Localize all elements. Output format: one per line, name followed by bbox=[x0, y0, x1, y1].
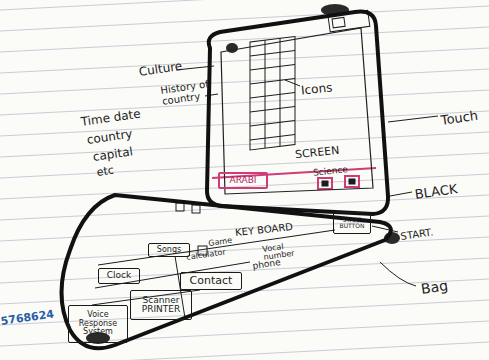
leader-lines bbox=[176, 66, 438, 286]
scanner-box: ScannerPRINTER bbox=[130, 290, 192, 320]
sketch-label: country bbox=[86, 128, 133, 147]
sketch-label: phone bbox=[252, 258, 281, 271]
node-text: SCREEN bbox=[294, 144, 340, 162]
outline-path bbox=[62, 195, 391, 348]
node-text: Songs bbox=[157, 246, 181, 254]
sketch-label: calculator bbox=[186, 249, 226, 263]
language-key: ARABI bbox=[218, 172, 268, 189]
node-text: Clock bbox=[107, 271, 131, 280]
node-text: Icons bbox=[300, 80, 333, 97]
outline-path bbox=[207, 12, 388, 214]
sketch-label: capital bbox=[92, 145, 134, 163]
laptop-screen: IconsSCREEN ScienceARABI bbox=[195, 8, 395, 223]
node-text: ARABI bbox=[229, 176, 256, 185]
node-text: Scanner bbox=[143, 296, 180, 305]
sketch-label: Bag bbox=[420, 278, 449, 296]
node-text: PRINTER bbox=[142, 305, 181, 314]
sketch-label: BLACK bbox=[414, 182, 458, 201]
screen-details bbox=[176, 10, 376, 255]
lid-outline bbox=[195, 8, 395, 223]
songs-box: Songs bbox=[148, 243, 190, 257]
start-button-box: START BUTTON bbox=[333, 212, 371, 234]
sketch-label: History of country bbox=[160, 78, 220, 107]
sketch-label: Game bbox=[208, 237, 233, 249]
clock-box: Clock bbox=[98, 268, 140, 284]
hinge-blobs bbox=[86, 4, 400, 344]
voice-box: Voice Response System bbox=[68, 305, 128, 343]
node-text: Science bbox=[313, 164, 349, 178]
node-text: Contact bbox=[190, 275, 233, 287]
sketch-label: etc bbox=[96, 165, 115, 179]
laptop-keyboard-base: KEY BOARD SongsContact ClockScannerPRINTER… bbox=[45, 180, 400, 355]
inner-outline bbox=[221, 28, 373, 194]
sketch-label: Touch bbox=[440, 109, 479, 128]
contact-box: Contact bbox=[180, 272, 242, 290]
icon-grid bbox=[250, 36, 295, 150]
node-text: Voice Response System bbox=[69, 311, 127, 336]
sketch-label: Culture bbox=[138, 60, 183, 79]
sketch-label: 5768624 bbox=[0, 309, 55, 328]
node-text: KEY BOARD bbox=[235, 221, 294, 238]
node-text: START BUTTON bbox=[334, 217, 370, 230]
